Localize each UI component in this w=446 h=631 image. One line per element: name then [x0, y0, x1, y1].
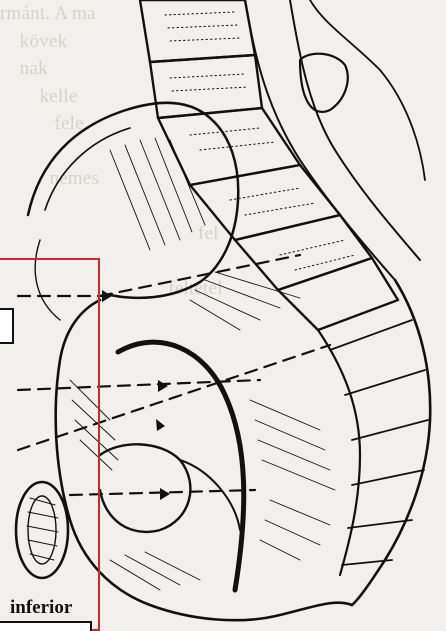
sacral-segments	[330, 320, 428, 565]
sacrum-posterior	[352, 280, 430, 605]
label-inferior: inferior	[8, 597, 74, 619]
ischial-tuberosity	[100, 444, 190, 532]
sacrum-anterior	[318, 330, 360, 575]
pubic-outline	[56, 300, 352, 620]
spinal-canal-back	[290, 0, 420, 260]
posterior-lamina	[310, 0, 425, 180]
arrowheads	[102, 290, 170, 500]
spinal-canal-front	[245, 0, 395, 280]
label-box-top	[0, 308, 14, 344]
label-box-bottom	[0, 621, 92, 631]
acetabulum-arc	[118, 342, 244, 590]
bone-stipple	[165, 12, 355, 270]
highlight-box	[0, 258, 100, 631]
